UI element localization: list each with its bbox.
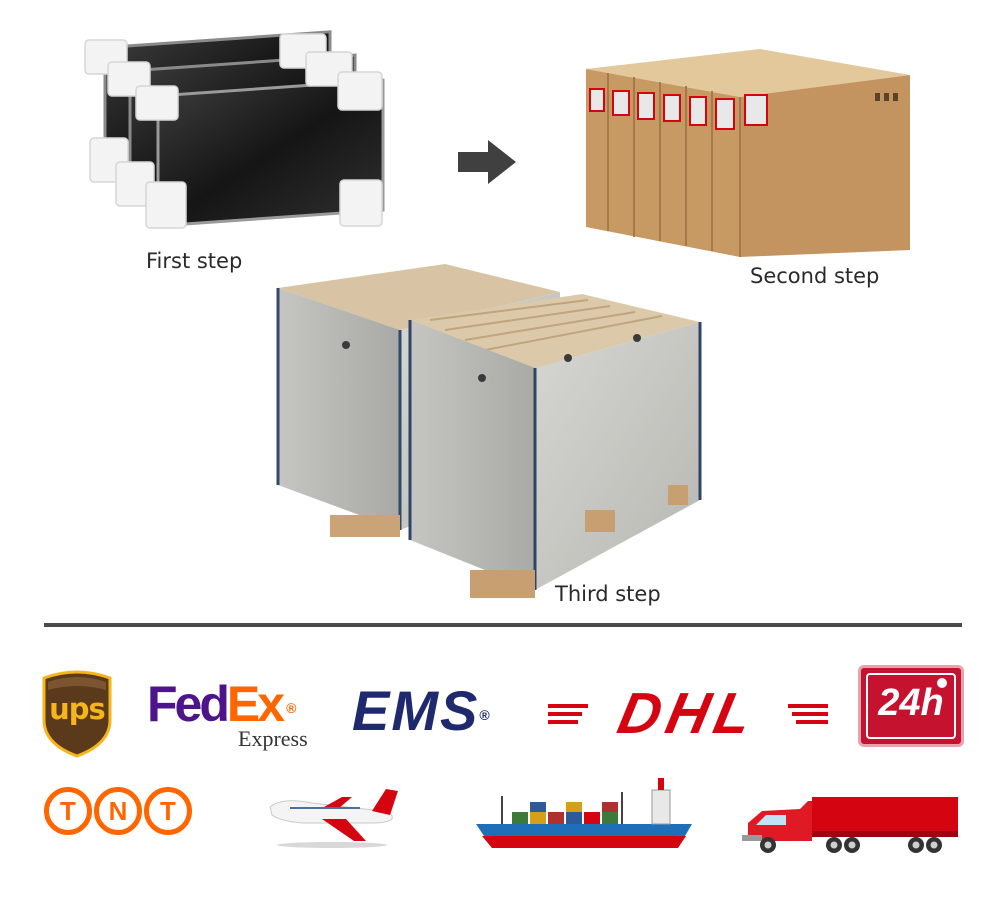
third-step-crates-illustration bbox=[276, 264, 702, 598]
fragile-labels bbox=[589, 88, 768, 130]
fedex-express-text: Express bbox=[238, 726, 308, 751]
registered-mark-icon: ® bbox=[479, 707, 492, 724]
arrow-right-icon bbox=[458, 140, 516, 184]
registered-mark-icon: ® bbox=[286, 699, 297, 716]
crate-front bbox=[342, 294, 702, 598]
ups-logo bbox=[42, 670, 112, 758]
section-divider bbox=[44, 623, 962, 627]
24h-badge-text: 24h bbox=[878, 682, 944, 724]
carton-panel-seams bbox=[607, 73, 741, 257]
third-step-caption: Third step bbox=[555, 582, 661, 606]
fedex-fed-text: Fed bbox=[147, 676, 230, 732]
dhl-speed-lines bbox=[548, 704, 828, 724]
second-step-carton-illustration bbox=[586, 49, 910, 257]
foam-corners bbox=[84, 33, 383, 229]
24h-badge-inner-border bbox=[866, 673, 956, 739]
tnt-circle-n: N bbox=[94, 787, 142, 835]
tnt-circle-t2: T bbox=[144, 787, 192, 835]
tnt-letter: T bbox=[160, 795, 176, 826]
airplane-icon bbox=[269, 789, 398, 848]
tnt-logo: T N T bbox=[44, 787, 192, 835]
ems-logo: EMS® bbox=[352, 678, 492, 743]
second-step-caption: Second step bbox=[750, 264, 880, 288]
ems-logo-text: EMS bbox=[352, 679, 480, 742]
tnt-letter: N bbox=[108, 795, 128, 826]
fedex-ex-text: Ex bbox=[226, 676, 285, 732]
panel-front bbox=[156, 78, 385, 228]
first-step-caption: First step bbox=[146, 249, 243, 273]
handling-symbols bbox=[875, 93, 898, 101]
ups-logo-text: ups bbox=[49, 692, 106, 726]
truck-icon bbox=[742, 797, 958, 853]
first-step-panels-illustration bbox=[84, 30, 385, 229]
fedex-logo: FedEx® bbox=[147, 676, 296, 736]
tnt-circle-t1: T bbox=[44, 787, 92, 835]
containers bbox=[512, 802, 618, 824]
24h-service-badge: 24h bbox=[858, 665, 964, 747]
dhl-logo-text: DHL bbox=[612, 681, 764, 746]
sun-icon bbox=[937, 678, 947, 688]
cargo-ship-icon bbox=[476, 778, 692, 848]
tnt-letter: T bbox=[60, 795, 76, 826]
